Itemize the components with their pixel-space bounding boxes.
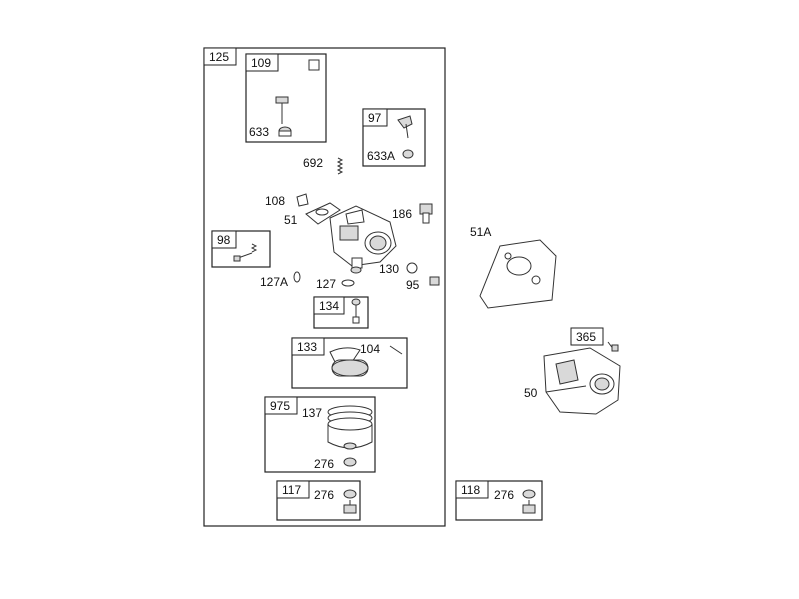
box-118-tag[interactable] [455,480,489,499]
part-label-127A: 127A [260,275,288,289]
part-label-276-a: 276 [314,457,334,471]
screw-98-part[interactable] [233,243,258,262]
washer-127A-part[interactable] [293,271,301,283]
box-97-tag[interactable] [362,108,388,127]
float-bowl-part[interactable] [327,405,373,467]
part-label-186: 186 [392,207,412,221]
float-133-part[interactable] [329,347,369,377]
box-117-label: 117 [282,483,301,497]
box-98-label: 98 [217,233,231,247]
box-98 [211,230,271,268]
needle-134-part[interactable] [351,298,361,324]
part-label-692: 692 [303,156,323,170]
box-134-tag[interactable] [313,296,345,315]
part-label-104: 104 [360,342,380,356]
box-133-tag[interactable] [291,337,325,356]
washer-130-part[interactable] [406,262,418,274]
assembly-125-tag[interactable] [203,47,237,66]
part-label-633A: 633A [367,149,395,163]
fitting-186-part[interactable] [419,203,433,224]
box-975-tag[interactable] [264,396,298,415]
box-365-tag[interactable] [570,327,604,346]
pin-104-part[interactable] [389,345,403,355]
assembly-125-frame [203,47,446,527]
box-975-label: 975 [270,399,290,413]
box-118-label: 118 [461,483,480,497]
part-label-127: 127 [316,277,336,291]
box-97-label: 97 [368,111,382,125]
fuel-line-part[interactable] [275,59,320,137]
box-98-tag[interactable] [211,230,237,249]
box-117 [276,480,361,521]
box-118 [455,480,543,521]
washer-127-part[interactable] [341,279,355,287]
part-label-276-c: 276 [494,488,514,502]
box-134-label: 134 [319,299,339,313]
box-109-label: 109 [251,56,271,70]
box-109-tag[interactable] [245,53,279,72]
screw-365-part[interactable] [607,341,619,352]
carburetor-body-part[interactable] [329,205,397,274]
part-label-633: 633 [249,125,269,139]
part-label-137: 137 [302,406,322,420]
part-label-51: 51 [284,213,298,227]
bowl-screw-118-part[interactable] [522,489,536,514]
part-label-108: 108 [265,194,285,208]
part-label-51A: 51A [470,225,491,239]
box-109 [245,53,327,143]
bowl-screw-117-part[interactable] [343,489,357,514]
box-365-label: 365 [576,330,596,344]
spring-692-part[interactable] [336,157,344,175]
part-label-130: 130 [379,262,399,276]
box-97 [362,108,426,167]
part-label-95: 95 [406,278,420,292]
gasket-51-part[interactable] [305,202,341,225]
gasket-108-part[interactable] [296,193,309,207]
box-133 [291,337,408,389]
box-975 [264,396,376,473]
adapter-50-part[interactable] [543,347,621,415]
box-133-label: 133 [297,340,317,354]
gasket-51A-part[interactable] [479,239,557,309]
box-117-tag[interactable] [276,480,310,499]
part-label-276-b: 276 [314,488,334,502]
screw-95-part[interactable] [429,276,440,286]
choke-lever-part[interactable] [397,115,414,159]
assembly-125-label: 125 [209,50,229,64]
part-label-50: 50 [524,386,538,400]
